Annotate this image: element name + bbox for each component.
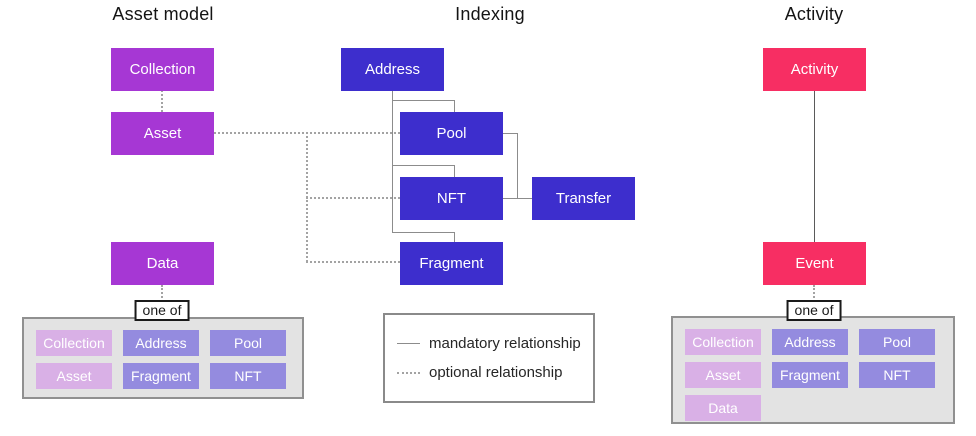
legend-optional-label: optional relationship <box>429 364 563 381</box>
one-of-label-data: one of <box>134 300 190 321</box>
connector-address-nft-v <box>454 165 455 177</box>
connector-activity-event <box>814 90 815 242</box>
connector-address-trunk <box>392 90 393 232</box>
connector-asset-fragment-dotted <box>306 261 400 263</box>
connector-event-oneof-dotted <box>813 285 815 302</box>
legend-row-mandatory: mandatory relationship <box>397 335 593 352</box>
connector-address-fragment-h <box>392 232 454 233</box>
connector-address-pool-v <box>454 100 455 112</box>
chip-nft: NFT <box>859 362 935 388</box>
node-pool: Pool <box>400 112 503 155</box>
connector-data-oneof-dotted <box>161 285 163 302</box>
connector-nft-transfer <box>503 198 532 199</box>
chip-asset: Asset <box>36 363 112 389</box>
connector-address-fragment-v <box>454 232 455 242</box>
node-activity: Activity <box>763 48 866 91</box>
chip-pool: Pool <box>210 330 286 356</box>
legend: mandatory relationship optional relation… <box>383 313 595 403</box>
group-data-one-of: Collection Address Pool Asset Fragment N… <box>22 317 304 399</box>
connector-asset-nft-dotted <box>306 197 400 199</box>
column-heading-activity: Activity <box>784 4 844 24</box>
node-asset: Asset <box>111 112 214 155</box>
chip-fragment: Fragment <box>123 363 199 389</box>
group-data-grid: Collection Address Pool Asset Fragment N… <box>24 319 302 389</box>
chip-address: Address <box>123 330 199 356</box>
group-event-grid: Collection Address Pool Asset Fragment N… <box>673 318 953 421</box>
column-heading-indexing: Indexing <box>455 4 525 24</box>
legend-row-optional: optional relationship <box>397 364 593 381</box>
connector-pool-transfer-h <box>503 133 517 134</box>
node-nft: NFT <box>400 177 503 220</box>
column-heading-asset-model: Asset model <box>112 4 214 24</box>
connector-address-nft-h <box>392 165 454 166</box>
chip-data: Data <box>685 395 761 421</box>
one-of-label-event: one of <box>786 300 842 321</box>
chip-asset: Asset <box>685 362 761 388</box>
node-transfer: Transfer <box>532 177 635 220</box>
node-data: Data <box>111 242 214 285</box>
node-fragment: Fragment <box>400 242 503 285</box>
chip-address: Address <box>772 329 848 355</box>
chip-pool: Pool <box>859 329 935 355</box>
chip-collection: Collection <box>685 329 761 355</box>
node-address: Address <box>341 48 444 91</box>
solid-line-icon <box>397 343 420 344</box>
chip-nft: NFT <box>210 363 286 389</box>
node-event: Event <box>763 242 866 285</box>
chip-fragment: Fragment <box>772 362 848 388</box>
connector-address-pool-h <box>392 100 454 101</box>
legend-mandatory-label: mandatory relationship <box>429 335 581 352</box>
connector-collection-asset-dotted <box>161 90 163 112</box>
connector-pool-transfer-v <box>517 133 518 198</box>
dotted-line-icon <box>397 371 420 374</box>
chip-collection: Collection <box>36 330 112 356</box>
group-event-one-of: Collection Address Pool Asset Fragment N… <box>671 316 955 424</box>
node-collection: Collection <box>111 48 214 91</box>
